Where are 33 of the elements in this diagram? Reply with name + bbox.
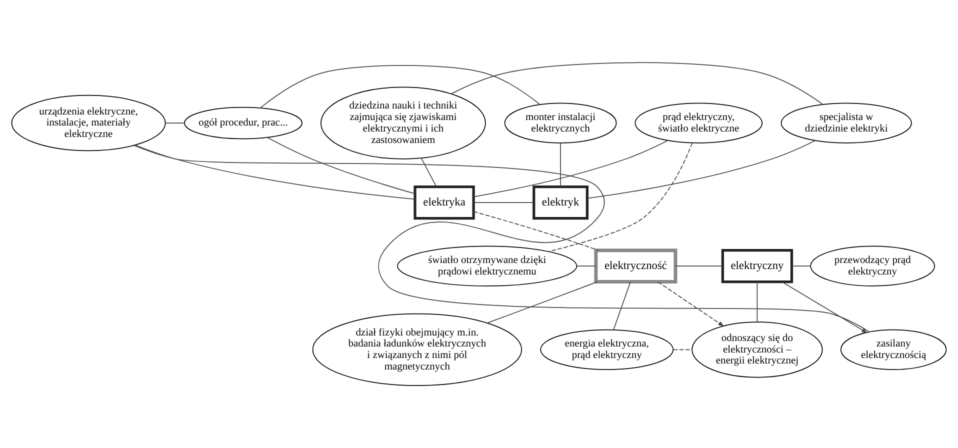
- connector: [548, 142, 693, 252]
- connector: [266, 137, 416, 194]
- connector: [587, 140, 816, 199]
- connector: [756, 282, 758, 322]
- connector: [473, 211, 598, 251]
- node-box: elektryka: [414, 186, 475, 220]
- node-ellipse: światło otrzymywane dzięki prądowi elektrycznemu: [397, 246, 578, 286]
- node-ellipse: specjalista w dziedzinie elektryki: [780, 102, 912, 144]
- node-ellipse: prąd elektryczny, światło elektryczne: [634, 102, 763, 144]
- connector: [613, 282, 631, 330]
- node-box: elektryczność: [594, 248, 678, 284]
- node-ellipse: urządzenia elektryczne, instalacje, materiały elektryczne: [11, 94, 166, 152]
- arrow: [782, 282, 868, 334]
- connector: [450, 62, 824, 105]
- node-box: elektryczny: [721, 249, 794, 284]
- node-ellipse: dział fizyki obejmujący m.in. badania ładunków elektrycznych i związanych z nimi pól magnetycznych: [312, 313, 522, 386]
- node-box: elektryk: [532, 186, 588, 220]
- arrow: [658, 282, 724, 327]
- node-ellipse: energia elektryczna, prąd elektryczny: [540, 329, 674, 370]
- connector: [473, 202, 534, 204]
- connector: [164, 122, 185, 124]
- connector: [260, 64, 540, 108]
- connector: [486, 281, 598, 324]
- connector: [560, 142, 561, 188]
- connector: [135, 144, 416, 200]
- node-ellipse: monter instalacji elektrycznych: [504, 102, 617, 144]
- node-ellipse: ogół procedur, prac...: [184, 106, 302, 140]
- node-ellipse: dziedzina nauki i techniki zajmująca się zjawiskami elektrycznymi i ich zastosowaniem: [320, 86, 486, 160]
- node-ellipse: przewodzący prąd elektryczny: [810, 246, 936, 286]
- connector: [672, 349, 693, 350]
- connector: [420, 158, 437, 187]
- connector: [473, 140, 669, 198]
- connector: [134, 145, 870, 332]
